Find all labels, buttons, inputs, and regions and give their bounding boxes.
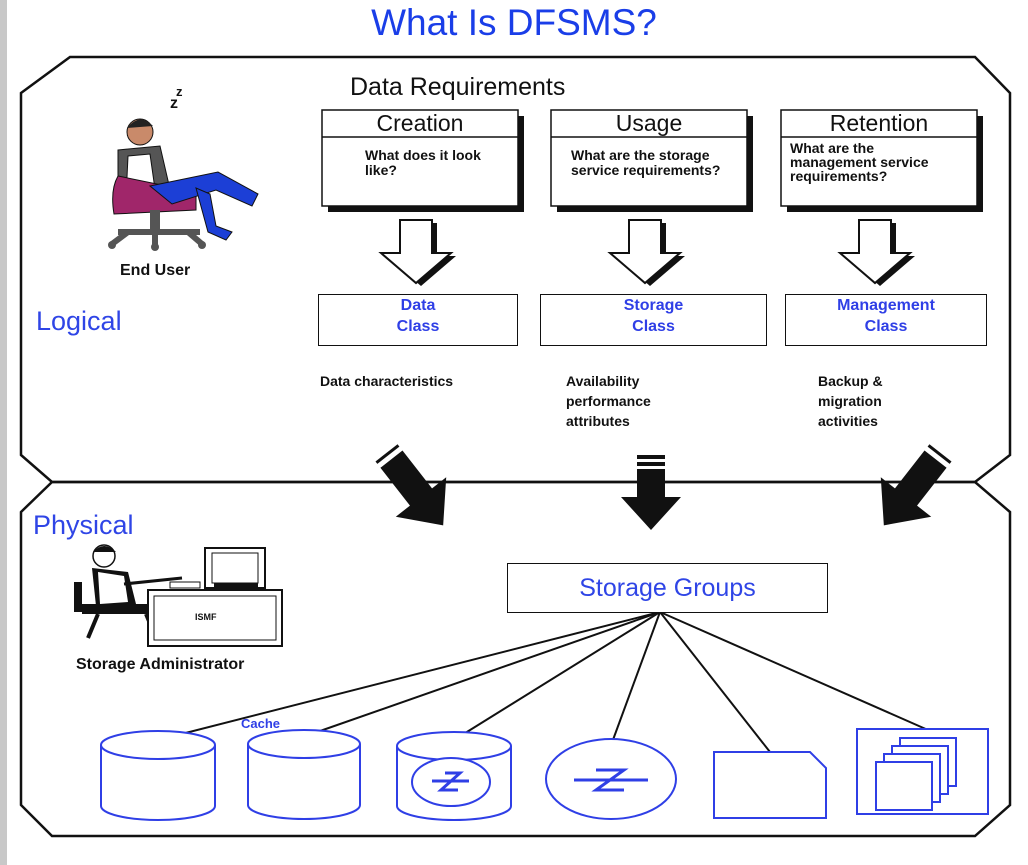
hollow-arrow-creation	[378, 219, 456, 286]
requirement-box-creation	[321, 109, 524, 212]
storage-class-box: Storage Class	[540, 294, 767, 346]
requirement-question-creation: What does it look like?	[365, 147, 481, 178]
storage-groups-box: Storage Groups	[507, 563, 828, 613]
requirement-question-retention: What are the management service requirem…	[790, 140, 929, 184]
ismf-label: ISMF	[195, 612, 217, 622]
end-user-figure: z z	[108, 84, 259, 251]
management-class-description: Backup & migration activities	[818, 373, 883, 429]
end-user-label: End User	[120, 262, 191, 279]
storage-administrator-figure	[74, 544, 283, 647]
data-class-box: Data Class	[318, 294, 518, 346]
svg-text:z: z	[176, 84, 183, 99]
requirement-box-retention	[780, 109, 983, 212]
management-class-line1: Management	[837, 297, 935, 314]
storage-group-connections	[157, 611, 929, 753]
data-class-line1: Data	[400, 297, 436, 314]
storage-class-description: Availability performance attributes	[566, 373, 651, 429]
physical-section-label: Physical	[33, 510, 134, 540]
solid-arrow-left	[375, 444, 447, 526]
requirement-header-usage: Usage	[615, 110, 683, 136]
storage-administrator-label: Storage Administrator	[76, 656, 245, 673]
svg-text:z: z	[170, 95, 178, 112]
requirement-box-usage	[550, 109, 753, 212]
physical-panel	[19, 480, 1012, 838]
requirement-header-retention: Retention	[829, 110, 929, 136]
data-class-description: Data characteristics	[320, 373, 454, 389]
requirement-header-creation: Creation	[376, 110, 464, 136]
solid-arrow-center	[621, 455, 681, 530]
requirement-question-usage: What are the storage service requirement…	[571, 147, 721, 178]
management-class-box: Management Class	[785, 294, 987, 346]
disk-device-with-tape	[396, 731, 512, 821]
hollow-arrow-usage	[607, 219, 685, 286]
cache-label: Cache	[241, 716, 281, 731]
disk-device-cache	[247, 729, 361, 820]
management-class-line2: Class	[864, 318, 908, 335]
logical-section-label: Logical	[36, 306, 122, 336]
hollow-arrow-retention	[837, 219, 915, 286]
left-edge-strip	[0, 0, 7, 865]
tape-library-device	[856, 728, 989, 815]
data-class-line2: Class	[396, 318, 440, 335]
page-title: What Is DFSMS?	[371, 2, 657, 43]
solid-arrow-right	[880, 444, 952, 526]
tape-cartridge-device	[713, 751, 827, 819]
storage-class-line2: Class	[632, 318, 675, 335]
disk-device-1	[100, 730, 216, 821]
data-requirements-heading: Data Requirements	[350, 73, 566, 101]
storage-class-line1: Storage	[623, 297, 684, 314]
tape-reel-device	[545, 738, 677, 820]
